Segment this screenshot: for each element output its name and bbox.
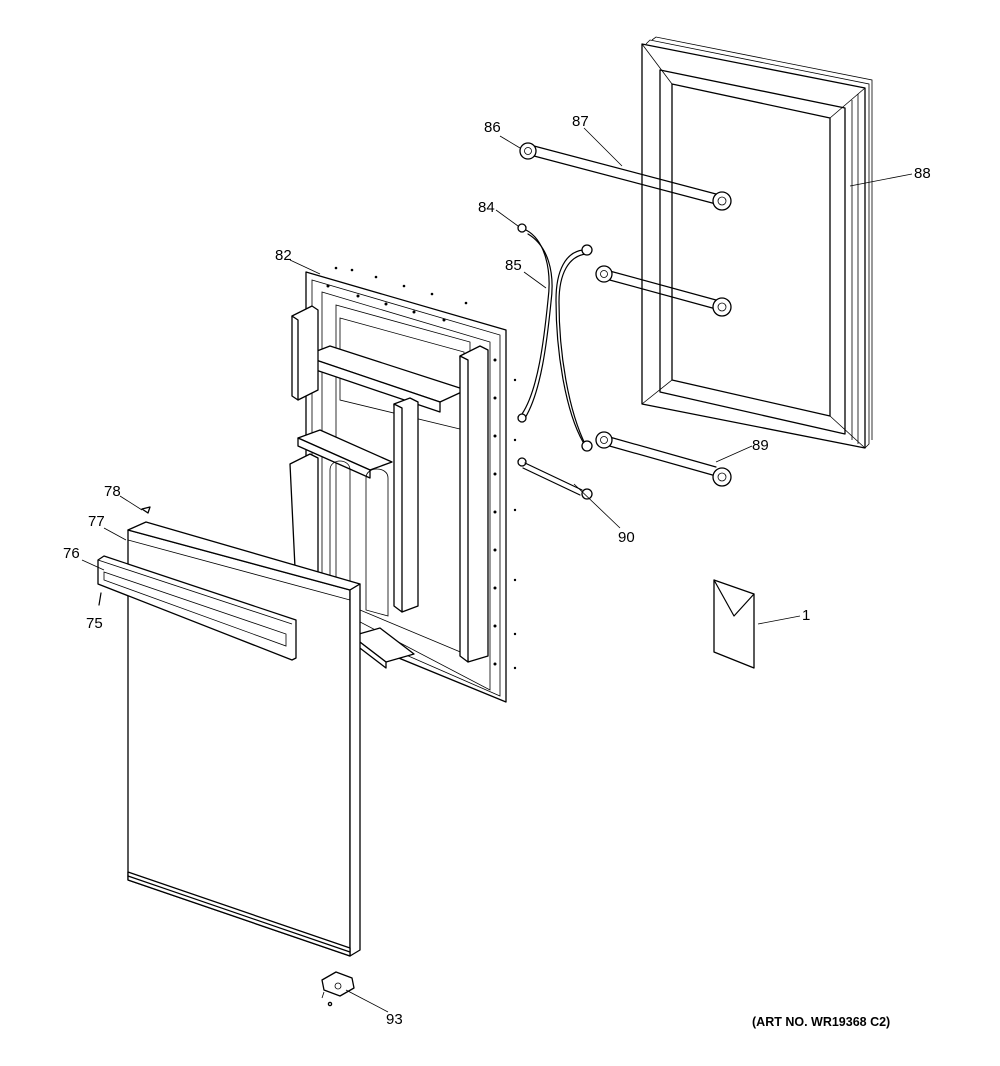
callout-89: 89 [752,437,769,454]
door-handle-76 [97,555,297,661]
screw-75 [98,592,102,606]
callout-78: 78 [104,483,121,500]
callout-75: 75 [86,615,103,632]
callout-93: 93 [386,1011,403,1028]
art-number: (ART NO. WR19368 C2) [752,1015,890,1029]
hinge-93 [321,971,355,1007]
liner-screw-holes [326,266,517,670]
bushing-86 [519,142,537,160]
door-gasket-88 [641,36,873,449]
callout-90: 90 [618,529,635,546]
callout-85: 85 [505,257,522,274]
screw-78 [141,506,151,514]
callout-77: 77 [88,513,105,530]
callout-1: 1 [802,607,810,624]
rod-87 [533,145,717,205]
callout-86: 86 [484,119,501,136]
cable-85 [517,223,593,452]
literature-envelope-1 [713,579,755,669]
rod-89 [595,431,732,487]
callout-82: 82 [275,247,292,264]
callout-87: 87 [572,113,589,130]
pin-90 [517,457,593,500]
rod-end-bushing-upper [712,191,732,211]
leader-lines [81,127,913,1013]
callout-88: 88 [914,165,931,182]
callout-84: 84 [478,199,495,216]
rod-middle [595,265,732,317]
callout-76: 76 [63,545,80,562]
callout-labels: 86 87 88 84 85 82 89 90 1 78 77 76 75 93 [63,113,931,1028]
